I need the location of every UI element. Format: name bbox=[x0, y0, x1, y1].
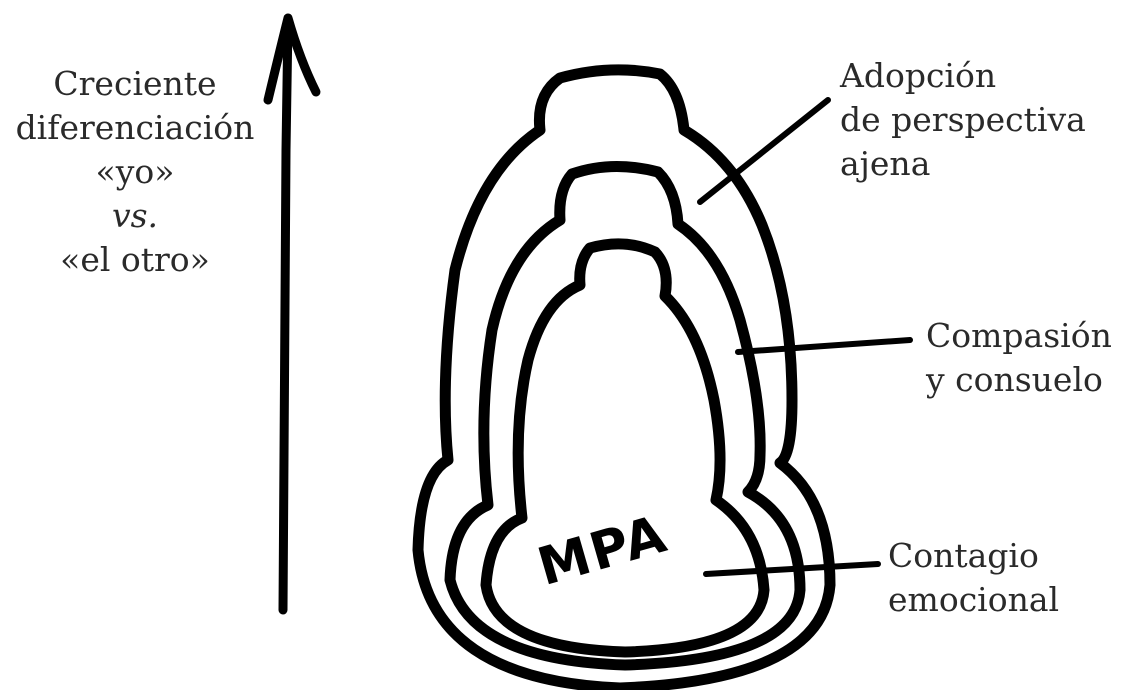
outer-layer-shape bbox=[412, 64, 836, 690]
axis-label-line: «el otro» bbox=[60, 240, 210, 279]
outer-layer-label: Adopción de perspectiva ajena bbox=[840, 54, 1086, 186]
axis-label-line: vs. bbox=[111, 196, 159, 235]
inner-layer-shape bbox=[480, 238, 770, 658]
middle-layer-label: Compasión y consuelo bbox=[926, 314, 1112, 402]
leader-line-outer bbox=[697, 97, 831, 205]
leader-line-middle bbox=[735, 337, 913, 355]
leader-line-inner bbox=[703, 561, 881, 577]
label-line: ajena bbox=[840, 144, 931, 183]
label-line: emocional bbox=[888, 580, 1060, 619]
axis-label-line: «yo» bbox=[95, 152, 175, 191]
label-line: de perspectiva bbox=[840, 100, 1086, 139]
up-arrow-shaft bbox=[278, 15, 293, 615]
label-line: Contagio bbox=[888, 536, 1039, 575]
inner-layer-label: Contagio emocional bbox=[888, 534, 1059, 622]
axis-label-line: Creciente bbox=[53, 64, 217, 103]
middle-layer-shape bbox=[444, 161, 806, 671]
label-line: Compasión bbox=[926, 316, 1112, 355]
up-arrow-head bbox=[263, 13, 321, 105]
axis-label: Creciente diferenciación «yo» vs. «el ot… bbox=[0, 62, 270, 282]
axis-label-line: diferenciación bbox=[15, 108, 255, 147]
label-line: Adopción bbox=[840, 56, 997, 95]
label-line: y consuelo bbox=[926, 360, 1103, 399]
